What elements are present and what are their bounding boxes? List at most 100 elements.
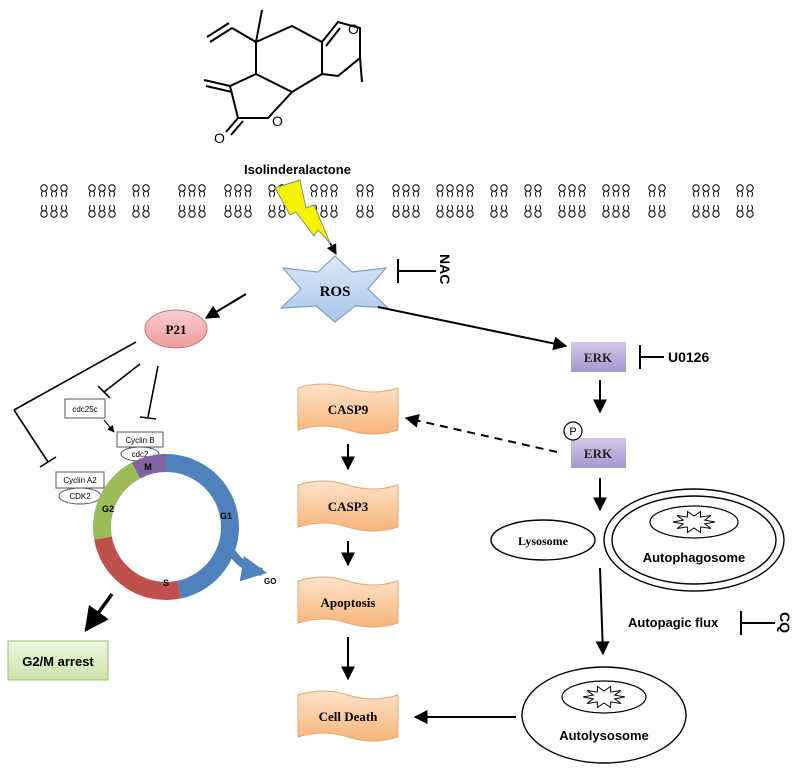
autolysosome-cargo-star: [583, 685, 625, 709]
lipid: [392, 204, 400, 218]
casp3-box: [297, 480, 399, 532]
p21-node: [144, 309, 208, 349]
phase-g2-label: G2: [102, 504, 114, 514]
lipid: [50, 184, 58, 198]
lipid: [466, 204, 474, 218]
lipid: [356, 184, 364, 198]
cyclin-a2-label: Cyclin A2: [63, 476, 97, 485]
lipid: [320, 184, 328, 198]
casp9-label: CASP9: [328, 402, 369, 417]
lipid: [178, 204, 186, 218]
lipid: [692, 184, 700, 198]
lipid: [622, 204, 630, 218]
p-erk-label: ERK: [584, 446, 613, 461]
lipid: [612, 184, 620, 198]
to-autolysosome-arrow: [595, 567, 610, 656]
lipid: [98, 204, 106, 218]
lipid: [456, 204, 464, 218]
lipid: [278, 204, 286, 218]
lipid: [198, 184, 206, 198]
lipid: [534, 204, 542, 218]
lipid: [330, 184, 338, 198]
lipid: [692, 204, 700, 218]
ros-label: ROS: [320, 284, 351, 300]
lipid: [198, 204, 206, 218]
erk-box: [571, 342, 626, 372]
lipid: [524, 184, 532, 198]
lipid: [500, 204, 508, 218]
lipid: [88, 184, 96, 198]
isolinderalactone-structure: [203, 9, 363, 136]
lactone-ring-oxygen-label: O: [272, 113, 283, 129]
lipid: [736, 184, 744, 198]
compound-name: Isolinderalactone: [244, 162, 351, 177]
g2m-arrest-label: G2/M arrest: [22, 654, 94, 669]
lipid: [534, 184, 542, 198]
u0126-label: U0126: [668, 349, 709, 365]
lipid: [40, 204, 48, 218]
apoptosis-label: Apoptosis: [321, 595, 376, 610]
lipid: [602, 204, 610, 218]
phase-m-segment: [131, 454, 166, 479]
lipid: [188, 204, 196, 218]
lipid: [612, 204, 620, 218]
lipid: [320, 204, 328, 218]
lipid: [224, 184, 232, 198]
lipid: [712, 204, 720, 218]
lipid: [60, 204, 68, 218]
lipid: [412, 204, 420, 218]
autophagosome-inner: [611, 495, 777, 585]
cell-membrane: [40, 184, 754, 218]
nac-label: NAC: [437, 254, 453, 284]
lipid: [224, 204, 232, 218]
lipid: [658, 204, 666, 218]
lipid: [244, 184, 252, 198]
lysosome: [490, 519, 596, 561]
lipid: [132, 204, 140, 218]
g2m-arrest-box: [7, 640, 109, 681]
g0-exit-arrow: [222, 540, 268, 582]
autophagosome-outer: [603, 488, 785, 592]
lightning-bolt-icon: [274, 179, 331, 244]
cycle-to-arrest-arrow: [84, 592, 114, 632]
phase-s-segment: [94, 536, 182, 600]
phase-g2-segment: [92, 462, 141, 540]
lipid: [412, 184, 420, 198]
lipid: [702, 204, 710, 218]
p21-inhibition-lines: [13, 341, 159, 468]
apoptosis-box: [297, 576, 399, 628]
lipid: [402, 184, 410, 198]
cyclin-b-label: Cyclin B: [125, 436, 154, 445]
lipid: [234, 184, 242, 198]
lipid: [234, 204, 242, 218]
autolysosome-label: Autolysosome: [559, 728, 649, 743]
lipid: [356, 204, 364, 218]
cq-label: CQ: [777, 612, 793, 633]
phospho-label: P: [569, 426, 576, 438]
cdc25c-arrow: [103, 419, 115, 433]
lipid: [736, 204, 744, 218]
lipid: [366, 204, 374, 218]
lipid: [558, 204, 566, 218]
lipid: [310, 184, 318, 198]
lipid: [746, 204, 754, 218]
lipid: [60, 184, 68, 198]
lipid: [558, 184, 566, 198]
lipid: [88, 204, 96, 218]
phase-s-label: S: [163, 578, 169, 588]
p21-label: P21: [166, 322, 187, 337]
lipid: [500, 184, 508, 198]
autophagosome-label: Autophagosome: [643, 550, 746, 565]
cdc25c-label: cdc25c: [72, 405, 97, 414]
cell-death-box: [297, 690, 399, 742]
ros-star: [279, 255, 390, 323]
casp9-box: [297, 383, 399, 435]
carbonyl-oxygen-label: O: [214, 130, 225, 146]
bolt-arrow: [326, 242, 337, 255]
lipid: [648, 184, 656, 198]
lipid: [568, 204, 576, 218]
lipid: [702, 184, 710, 198]
lipid: [108, 204, 116, 218]
